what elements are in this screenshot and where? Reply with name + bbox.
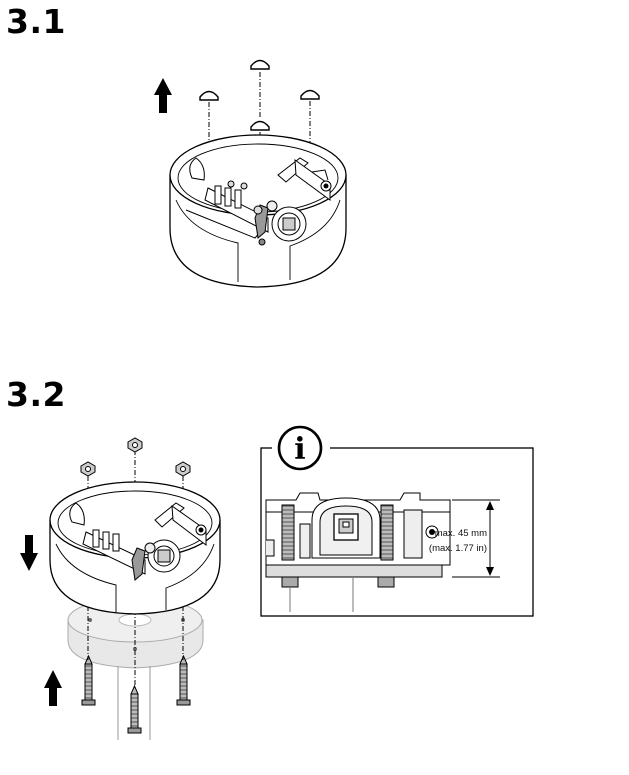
cover-plugs	[199, 59, 320, 131]
plug-center	[250, 120, 270, 131]
housing-internals-2	[69, 502, 207, 581]
housing-internals	[185, 157, 332, 246]
nut-right	[175, 461, 191, 477]
arrow-up-icon	[44, 670, 62, 706]
cross-section-detail	[265, 492, 451, 612]
nut-left	[80, 461, 96, 477]
plug-right	[300, 89, 320, 100]
arrow-up-icon	[154, 78, 172, 113]
height-dimension	[452, 499, 500, 578]
screw-center	[127, 684, 142, 734]
screw-right	[176, 654, 191, 706]
camera-housing-2	[49, 481, 221, 615]
plug-left	[199, 90, 219, 101]
plug-top	[250, 59, 270, 70]
step-number-3-2: 3.2	[6, 375, 66, 414]
dimension-metric: max. 45 mm	[435, 528, 487, 539]
info-icon: i	[277, 425, 323, 471]
step-number-3-1: 3.1	[6, 2, 66, 41]
step2-illustration	[20, 437, 221, 740]
info-box: i	[260, 425, 534, 617]
nut-top	[127, 437, 143, 453]
dimension-imperial: (max. 1.77 in)	[429, 543, 487, 554]
arrow-down-icon	[20, 535, 38, 571]
info-icon-letter: i	[294, 432, 305, 467]
screw-left	[81, 654, 96, 706]
step1-illustration	[154, 59, 347, 288]
